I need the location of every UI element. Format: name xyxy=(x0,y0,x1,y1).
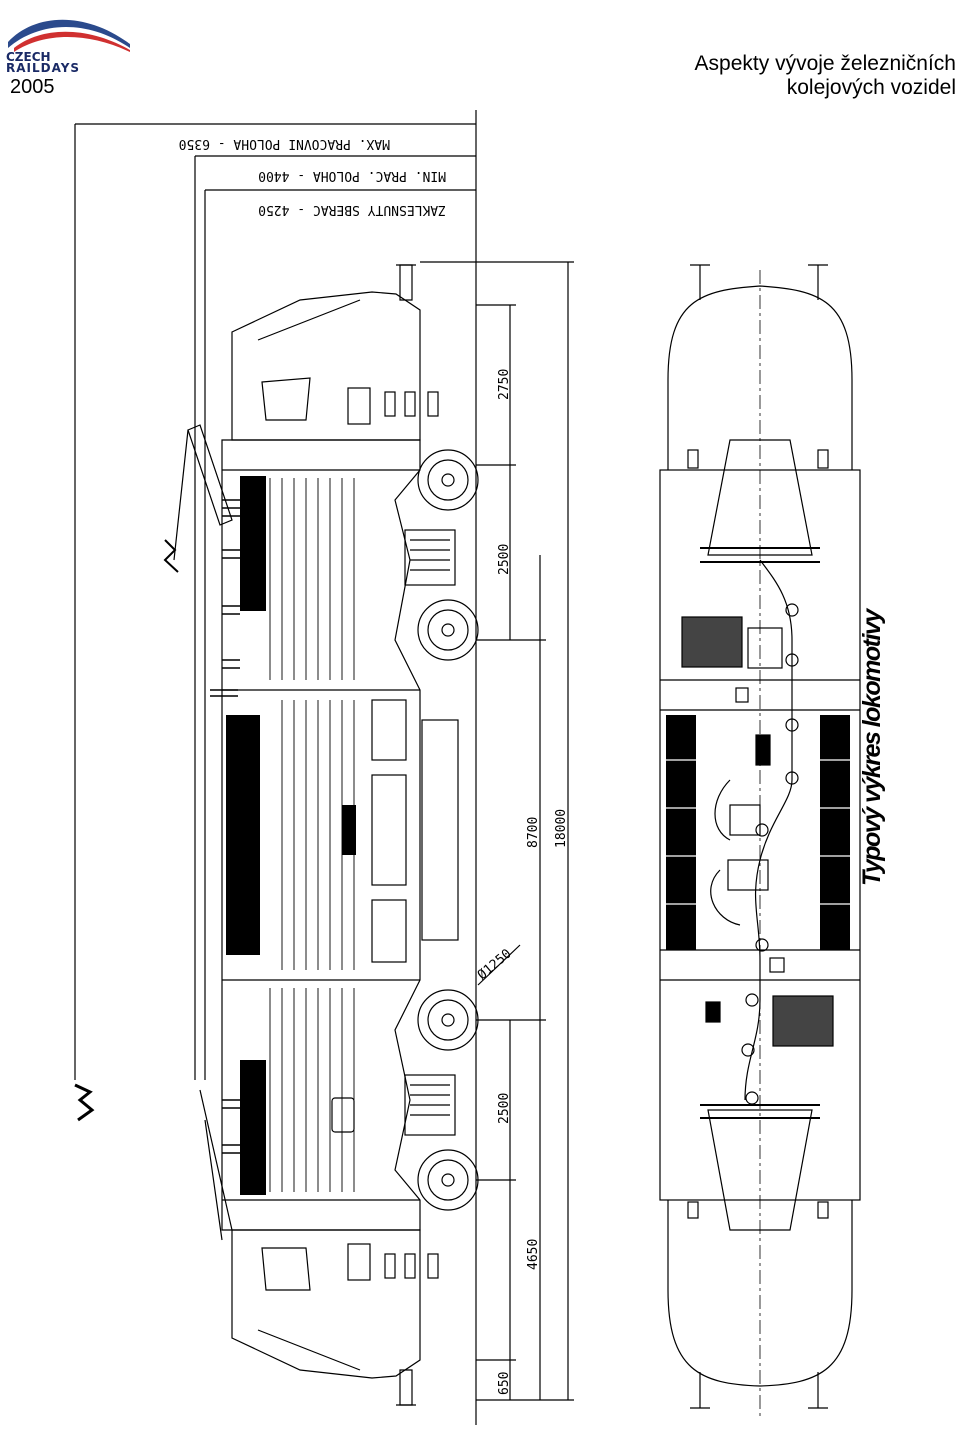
year-label: 2005 xyxy=(10,76,55,98)
ventilation-grille-upper xyxy=(269,478,355,680)
locomotive-top-view xyxy=(659,264,861,1420)
bogie-1 xyxy=(404,449,479,661)
dim-2750: 2750 xyxy=(497,369,512,400)
logo-line2: RAILDAYS xyxy=(6,61,80,74)
dim-wheel-diameter: Ø1250 xyxy=(475,946,515,983)
czech-raildays-logo: CZECH RAILDAYS xyxy=(6,19,130,74)
dim-4650: 4650 xyxy=(526,1239,541,1270)
dim-8700: 8700 xyxy=(526,817,541,848)
title-line2: kolejových vozidel xyxy=(786,76,956,99)
logo-line1: CZECH xyxy=(6,50,51,64)
dim-2500-bottom: 2500 xyxy=(497,1093,512,1124)
length-dimensions: 2750 2500 8700 18000 2500 4650 650 Ø1250 xyxy=(420,261,574,1401)
dim-18000: 18000 xyxy=(554,809,569,848)
roof-insulators xyxy=(210,499,240,1154)
page-title: Aspekty vývoje železničních kolejových v… xyxy=(695,52,956,100)
label-max-working: MAX. PRACOVNI POLOHA - 6350 xyxy=(179,136,390,151)
ventilation-grille-middle xyxy=(281,700,355,970)
label-min-working: MIN. PRAC. POLOHA - 4400 xyxy=(258,168,446,183)
bogie-2 xyxy=(404,989,479,1211)
ventilation-grille-lower xyxy=(269,988,355,1192)
locomotive-side-view xyxy=(173,264,479,1406)
dim-650: 650 xyxy=(497,1372,512,1395)
pantograph-height-dimensions: MAX. PRACOVNI POLOHA - 6350 MIN. PRAC. P… xyxy=(74,110,477,1425)
label-locked-down: ZAKLESNUTY SBERAC - 4250 xyxy=(258,202,446,217)
dim-2500-top: 2500 xyxy=(497,544,512,575)
drawing-caption: Typový výkres lokomotivy xyxy=(858,610,886,886)
title-line1: Aspekty vývoje železničních xyxy=(694,52,956,75)
